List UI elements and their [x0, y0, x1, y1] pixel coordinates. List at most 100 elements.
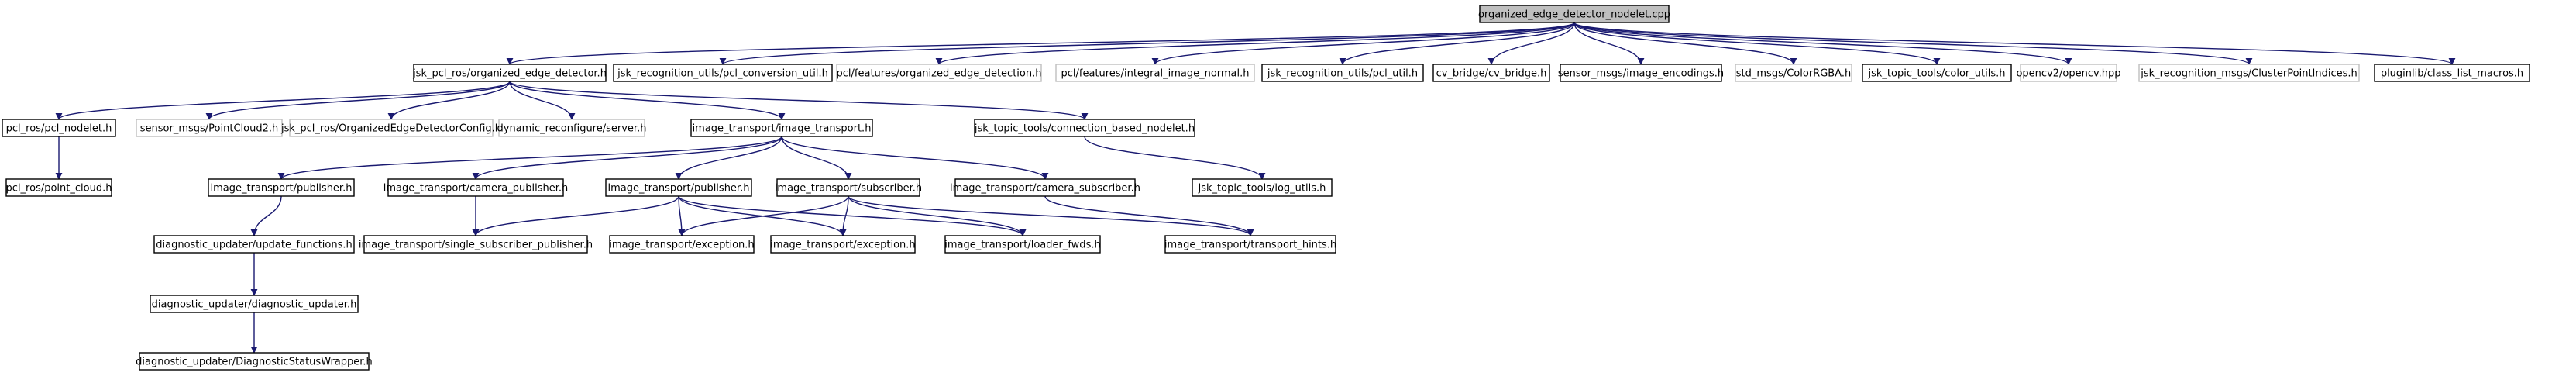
- node-box: [1735, 64, 1852, 82]
- node-label: image_transport/exception.h: [609, 240, 754, 251]
- node-label: jsk_recognition_msgs/ClusterPointIndices…: [2140, 68, 2358, 80]
- node-box: [2, 119, 116, 137]
- node-box: [1164, 235, 1336, 254]
- node-label: pcl/features/integral_image_normal.h: [1061, 68, 1249, 80]
- edge-oed_h-to-pcl_nodelet: [55, 81, 511, 120]
- node-label: dynamic_reconfigure/server.h: [497, 123, 647, 135]
- edge-camsub-to-hints: [1044, 195, 1254, 236]
- node-label: jsk_pcl_ros/organized_edge_detector.h: [412, 68, 607, 80]
- edge-root-to-cvb: [1487, 22, 1575, 65]
- node-box: [1862, 64, 2012, 82]
- node-box: [136, 119, 283, 137]
- node-label: sensor_msgs/image_encodings.h: [1558, 68, 1724, 80]
- node-plm[interactable]: pluginlib/class_list_macros.h: [2374, 64, 2530, 82]
- edge-root-to-oed_h: [506, 22, 1575, 65]
- node-point_cloud[interactable]: pcl_ros/point_cloud.h: [5, 178, 112, 197]
- edge-oed_h-to-it: [509, 81, 786, 120]
- node-label: diagnostic_updater/update_functions.h: [156, 240, 353, 251]
- node-label: jsk_recognition_utils/pcl_conversion_uti…: [617, 68, 828, 80]
- node-label: image_transport/transport_hints.h: [1164, 240, 1336, 251]
- node-upd_fn[interactable]: diagnostic_updater/update_functions.h: [153, 235, 355, 254]
- node-box: [289, 119, 494, 137]
- edge-it-to-sub: [781, 136, 852, 180]
- node-rgba: std_msgs/ColorRGBA.h: [1735, 64, 1852, 82]
- edge-root-to-opencv: [1573, 22, 2072, 65]
- node-pcl_nodelet[interactable]: pcl_ros/pcl_nodelet.h: [2, 119, 116, 137]
- node-box: [690, 119, 873, 137]
- node-campub[interactable]: image_transport/camera_publisher.h: [383, 178, 569, 197]
- node-box: [363, 235, 588, 254]
- node-oed_h[interactable]: jsk_pcl_ros/organized_edge_detector.h: [412, 64, 607, 82]
- node-label: pluginlib/class_list_macros.h: [2381, 68, 2523, 80]
- node-box: [770, 235, 916, 254]
- node-label: image_transport/publisher.h: [608, 183, 750, 195]
- node-pc2: sensor_msgs/PointCloud2.h: [136, 119, 283, 137]
- edge-root-to-color_utils: [1573, 22, 1941, 65]
- node-box: [2138, 64, 2360, 82]
- node-dsw[interactable]: diagnostic_updater/DiagnosticStatusWrapp…: [136, 352, 373, 371]
- node-box: [2020, 64, 2117, 82]
- node-cpi: jsk_recognition_msgs/ClusterPointIndices…: [2138, 64, 2360, 82]
- edge-root-to-pcl_conv: [719, 22, 1575, 65]
- node-box: [2374, 64, 2530, 82]
- node-pub1[interactable]: image_transport/publisher.h: [208, 178, 355, 197]
- node-opencv: opencv2/opencv.hpp: [2016, 64, 2121, 82]
- node-box: [974, 119, 1195, 137]
- node-cbn[interactable]: jsk_topic_tools/connection_based_nodelet…: [974, 119, 1195, 137]
- node-label: image_transport/camera_publisher.h: [383, 183, 569, 195]
- edge-cbn-to-log_utils: [1084, 136, 1266, 180]
- node-box: [954, 178, 1136, 197]
- edge-it-to-camsub: [781, 136, 1049, 180]
- edge-root-to-enc: [1573, 22, 1645, 65]
- node-cvb[interactable]: cv_bridge/cv_bridge.h: [1432, 64, 1550, 82]
- edge-root-to-plm: [1573, 22, 2456, 65]
- edge-it-to-campub: [472, 136, 782, 180]
- node-box: [609, 235, 755, 254]
- node-label: diagnostic_updater/DiagnosticStatusWrapp…: [136, 357, 373, 368]
- edge-layer: [55, 22, 2456, 354]
- node-root[interactable]: organized_edge_detector_nodelet.cpp: [1478, 5, 1670, 23]
- node-sub[interactable]: image_transport/subscriber.h: [775, 178, 922, 197]
- node-label: jsk_pcl_ros/OrganizedEdgeDetectorConfig.…: [280, 123, 501, 135]
- node-camsub[interactable]: image_transport/camera_subscriber.h: [950, 178, 1140, 197]
- node-label: image_transport/camera_subscriber.h: [950, 183, 1140, 195]
- node-box: [413, 64, 607, 82]
- node-box: [153, 235, 355, 254]
- node-pcl_util[interactable]: jsk_recognition_utils/pcl_util.h: [1261, 64, 1424, 82]
- node-box: [139, 352, 370, 371]
- node-enc[interactable]: sensor_msgs/image_encodings.h: [1558, 64, 1724, 82]
- node-hints[interactable]: image_transport/transport_hints.h: [1164, 235, 1336, 254]
- node-label: organized_edge_detector_nodelet.cpp: [1478, 9, 1670, 21]
- edge-it-to-pub1: [277, 136, 782, 180]
- edge-pub2-to-exc1: [678, 195, 686, 236]
- node-exc2[interactable]: image_transport/exception.h: [770, 235, 916, 254]
- node-pub2[interactable]: image_transport/publisher.h: [605, 178, 752, 197]
- node-label: jsk_recognition_utils/pcl_util.h: [1267, 68, 1418, 80]
- node-box: [1192, 178, 1333, 197]
- edge-oed_h-to-oedc: [387, 81, 511, 120]
- edge-pub1-to-upd_fn: [250, 195, 282, 236]
- edge-root-to-pcl_util: [1339, 22, 1575, 65]
- node-label: pcl_ros/pcl_nodelet.h: [6, 123, 112, 135]
- node-it[interactable]: image_transport/image_transport.h: [690, 119, 873, 137]
- node-exc1[interactable]: image_transport/exception.h: [609, 235, 755, 254]
- node-box: [944, 235, 1101, 254]
- node-pcl_iin: pcl/features/integral_image_normal.h: [1055, 64, 1255, 82]
- node-loader[interactable]: image_transport/loader_fwds.h: [944, 235, 1101, 254]
- edge-oed_h-to-cbn: [509, 81, 1089, 120]
- node-box: [1261, 64, 1424, 82]
- node-pcl_conv[interactable]: jsk_recognition_utils/pcl_conversion_uti…: [613, 64, 833, 82]
- edge-root-to-cpi: [1573, 22, 2253, 65]
- node-label: image_transport/image_transport.h: [693, 123, 872, 135]
- edge-sub-to-exc1: [678, 195, 849, 236]
- node-color_utils[interactable]: jsk_topic_tools/color_utils.h: [1862, 64, 2012, 82]
- node-diag_upd[interactable]: diagnostic_updater/diagnostic_updater.h: [150, 295, 359, 313]
- node-log_utils[interactable]: jsk_topic_tools/log_utils.h: [1192, 178, 1333, 197]
- node-ssp[interactable]: image_transport/single_subscriber_publis…: [359, 235, 593, 254]
- edge-sub-to-hints: [848, 195, 1254, 236]
- node-label: jsk_topic_tools/color_utils.h: [1868, 68, 2006, 80]
- node-box: [1432, 64, 1550, 82]
- node-label: jsk_topic_tools/connection_based_nodelet…: [974, 123, 1195, 135]
- edge-root-to-rgba: [1573, 22, 1797, 65]
